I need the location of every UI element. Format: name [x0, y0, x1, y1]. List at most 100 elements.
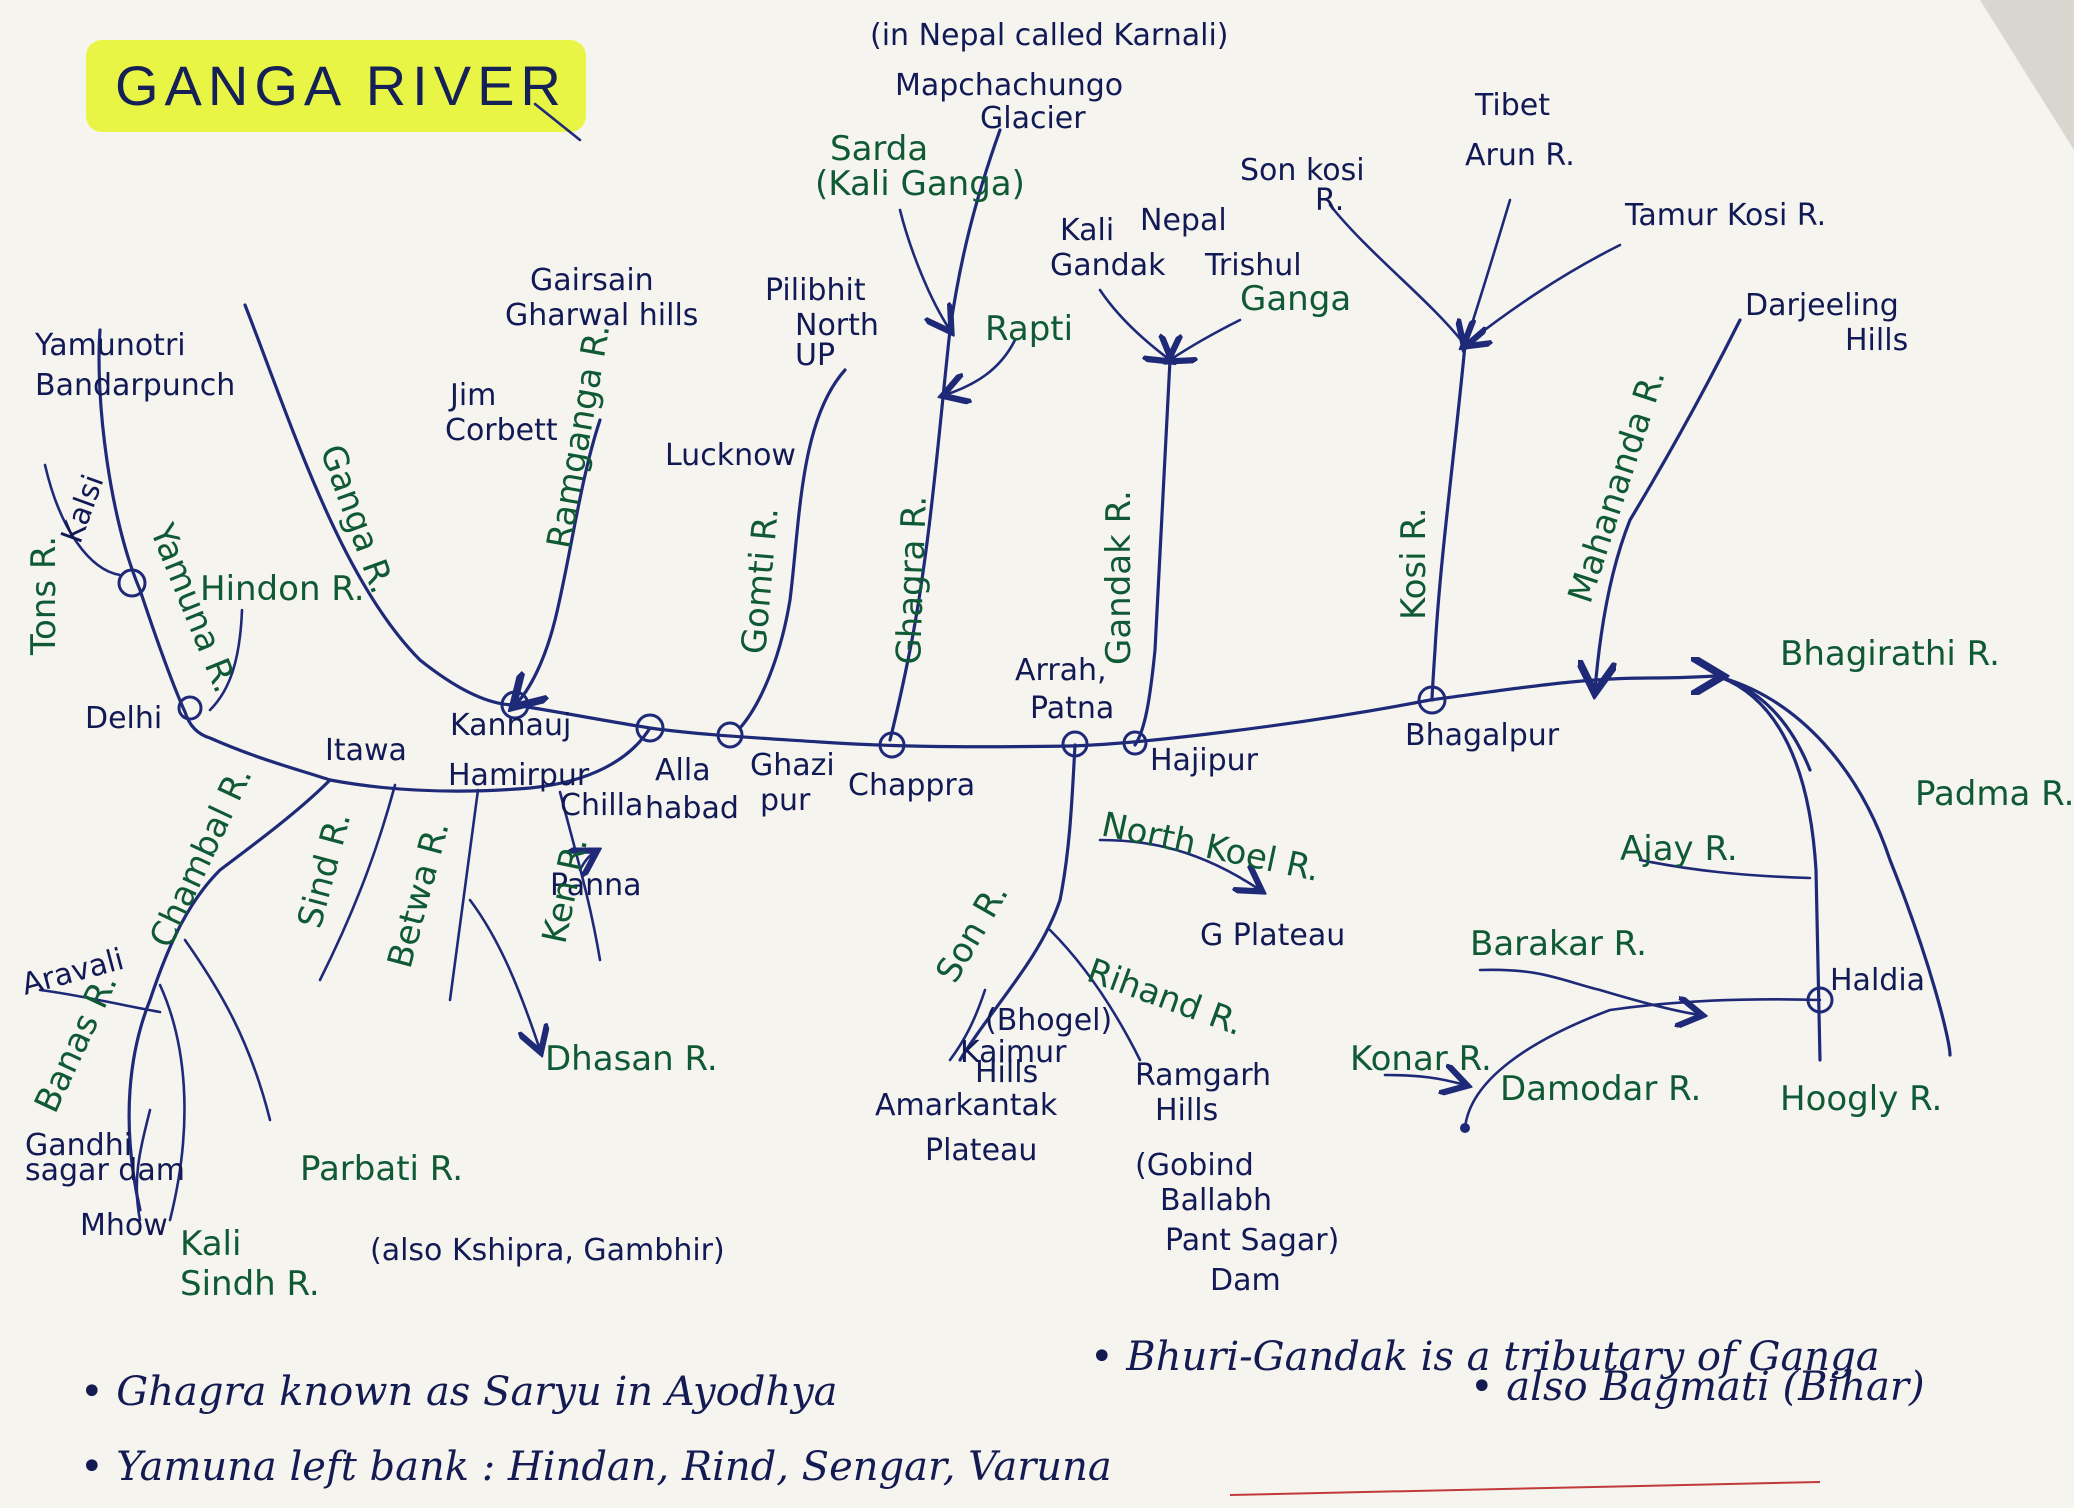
note-bagmati: • also Bagmati (Bihar) [1470, 1364, 1925, 1410]
glacier-label: Glacier [980, 101, 1086, 136]
sind-river-line [318, 783, 397, 982]
chambal-source-line [135, 1108, 152, 1222]
hamirpur-label: Hamirpur [448, 758, 590, 793]
bhagalpur-label: Bhagalpur [1405, 718, 1560, 753]
son-kosi-label: Son kosi [1240, 153, 1365, 188]
habad-label: habad [645, 791, 739, 826]
trishul-ganga-river-line [1170, 318, 1242, 360]
tamur-kosi-river-line [1465, 243, 1622, 345]
banas-river-line [38, 988, 162, 1014]
hoogly-river-line [1718, 675, 1822, 1062]
g-plateau-label: G Plateau [1200, 918, 1345, 953]
padma-label: Padma R. [1915, 774, 2074, 814]
title-highlight [86, 40, 586, 132]
ghagra-label: Ghagra R. [889, 495, 935, 665]
gairsain-label: Gairsain [530, 263, 654, 298]
red-pen-line [1229, 1481, 1821, 1496]
damodar-river-line [1463, 998, 1822, 1130]
delhi-label: Delhi [85, 701, 162, 736]
rihand-river-line [1048, 928, 1142, 1062]
mapchachungo-label: Mapchachungo [895, 68, 1123, 103]
patna-marker [1061, 730, 1089, 758]
parbati-label: Parbati R. [300, 1149, 463, 1189]
karnali-note: (in Nepal called Karnali) [870, 18, 1228, 53]
bandarpunch-label: Bandarpunch [35, 368, 235, 403]
son-kosi-river-line [1328, 203, 1467, 347]
dhasan-river-line [468, 898, 540, 1050]
trishul-ganga-label: Ganga [1240, 279, 1351, 319]
alla-label: Alla [655, 753, 711, 788]
gobind-label: (Gobind [1135, 1148, 1254, 1183]
ajay-label: Ajay R. [1620, 829, 1738, 869]
gomti-river-line [738, 368, 847, 730]
nepal-label: Nepal [1140, 203, 1227, 238]
arun-label: Arun R. [1465, 138, 1575, 173]
sagar-dam-label: sagar dam [25, 1153, 185, 1188]
kali-gandak-label: Kali [1060, 213, 1114, 248]
hajipur-marker [1122, 730, 1148, 756]
amarkantak-label: Amarkantak [875, 1088, 1058, 1123]
tamur-kosi-label: Tamur Kosi R. [1624, 198, 1826, 233]
ganga-lower-channel [1718, 675, 1812, 772]
gandak-label: Gandak R. [1099, 490, 1139, 665]
pilibhit-label: Pilibhit [765, 273, 866, 308]
pant-sagar-label: Pant Sagar) [1165, 1223, 1339, 1258]
kaimur-label: Kaimur [960, 1035, 1067, 1070]
rapti-river-line [945, 338, 1017, 395]
note-yamuna-left-bank: • Yamuna left bank : Hindan, Rind, Senga… [80, 1444, 1112, 1490]
ballabh-label: Ballabh [1160, 1183, 1272, 1218]
kali-gandak-river-line [1098, 288, 1170, 360]
parbati-river-line [183, 938, 272, 1122]
tons-river-line [43, 463, 122, 577]
darjeeling-hills-label: Hills [1845, 323, 1908, 358]
page-title: GANGA RIVER [115, 54, 567, 117]
son-label: Son R. [928, 876, 1017, 990]
mhow-label: Mhow [80, 1208, 168, 1243]
trishul-label: Trishul [1204, 248, 1302, 283]
konar-river-line [1383, 1075, 1465, 1085]
rapti-label: Rapti [985, 309, 1073, 349]
allahabad-marker [635, 713, 665, 743]
paper-corner [1980, 0, 2074, 150]
dam-label: Dam [1210, 1263, 1281, 1298]
damodar-source-dot [1460, 1123, 1470, 1133]
up-label: UP [795, 338, 835, 373]
barakar-label: Barakar R. [1470, 924, 1647, 964]
hindon-label: Hindon R. [200, 569, 365, 609]
note-bhuri-gandak: • Bhuri-Gandak is a tributary of Ganga [1090, 1334, 1880, 1380]
hajipur-label: Hajipur [1150, 743, 1259, 778]
chambal-river-line [127, 778, 332, 1212]
note-ghagra: • Ghagra known as Saryu in Ayodhya [80, 1369, 838, 1415]
north-koel-river-line [1098, 838, 1260, 890]
mahananda-river-line [1595, 318, 1742, 690]
tons-label: Tons R. [24, 536, 64, 656]
tibet-label: Tibet [1474, 88, 1550, 123]
betwa-label: Betwa R. [380, 817, 458, 972]
ramganga-river-line [515, 418, 602, 705]
north-label: North [795, 308, 879, 343]
itawa-label: Itawa [325, 733, 407, 768]
kosi-label: Kosi R. [1394, 507, 1434, 620]
sindh-label: Sindh R. [180, 1264, 320, 1304]
kaimur-hills-label: Hills [975, 1055, 1038, 1090]
kali-gandak-label-2: Gandak [1050, 248, 1166, 283]
hills-label: Hills [1155, 1093, 1218, 1128]
arrah-label: Arrah, [1015, 653, 1107, 688]
ghagra-river-line [888, 128, 1002, 742]
corbett-label: Corbett [445, 413, 558, 448]
plateau-label: Plateau [925, 1133, 1037, 1168]
title-underline [533, 102, 582, 142]
chilla-label: Chilla [560, 788, 643, 823]
barakar-river-line [1478, 968, 1700, 1015]
pur-label: pur [760, 783, 811, 818]
ramgarh-label: Ramgarh [1135, 1058, 1271, 1093]
betwa-river-line [448, 788, 480, 1002]
bhogel-label: (Bhogel) [985, 1003, 1112, 1038]
chappra-marker [878, 731, 906, 759]
dhasan-label: Dhasan R. [545, 1039, 718, 1079]
konar-label: Konar R. [1350, 1039, 1492, 1079]
kannauj-label: Kannauj [450, 708, 571, 743]
kannauj-marker [500, 690, 530, 720]
